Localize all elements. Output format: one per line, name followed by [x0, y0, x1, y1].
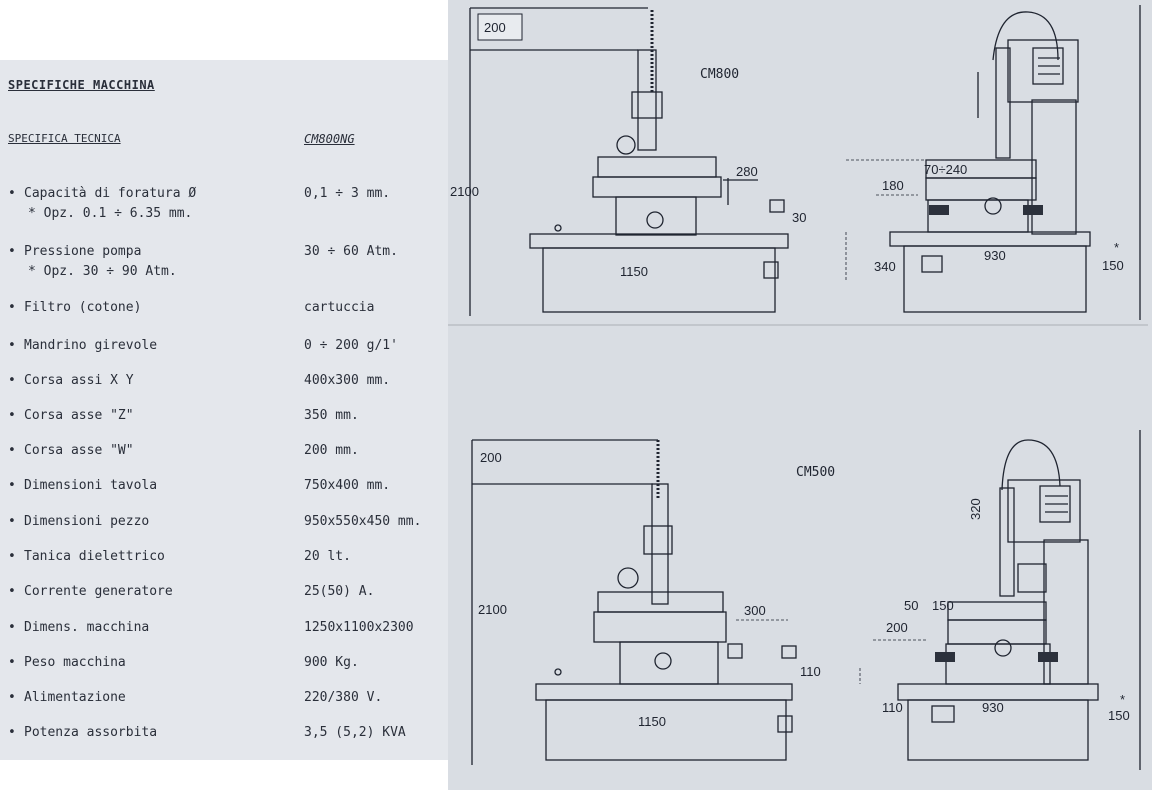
spec-label: Mandrino girevole — [24, 338, 158, 353]
model-label-cm500: CM500 — [796, 465, 835, 480]
spec-row: • Corsa assi X Y — [8, 373, 134, 388]
spec-label: Potenza assorbita — [24, 725, 158, 740]
spec-title: SPECIFICHE MACCHINA — [8, 78, 155, 92]
bullet-icon: • — [8, 549, 16, 564]
spec-label: Corsa asse "W" — [24, 443, 134, 458]
bullet-icon: • — [8, 186, 16, 201]
spec-value: 20 lt. — [304, 549, 351, 564]
bullet-icon: • — [8, 443, 16, 458]
dimension-label: 1150 — [638, 714, 666, 729]
dimension-label: 200 — [484, 20, 506, 35]
spec-value: 3,5 (5,2) KVA — [304, 725, 406, 740]
dimension-label: 70÷240 — [924, 162, 967, 177]
spec-row: • Tanica dielettrico — [8, 549, 165, 564]
spec-label: Alimentazione — [24, 690, 126, 705]
dimension-star: * — [1120, 692, 1125, 707]
bullet-icon: • — [8, 655, 16, 670]
spec-row: • Dimens. macchina — [8, 620, 149, 635]
dimension-label: 200 — [886, 620, 908, 635]
spec-row: • Corsa asse "W" — [8, 443, 134, 458]
drawing-canvas: CM800 200 2100 280 30 1150 — [448, 5, 1148, 770]
spec-value: 0 ÷ 200 g/1' — [304, 338, 398, 353]
dimension-label: 30 — [792, 210, 806, 225]
dimension-label: 1150 — [620, 264, 648, 279]
spec-row: • Dimensioni tavola — [8, 478, 157, 493]
cm500-side-view — [859, 439, 1099, 761]
bullet-icon: • — [8, 725, 16, 740]
spec-label: Dimensioni pezzo — [24, 514, 150, 529]
spec-row: • Corrente generatore — [8, 584, 173, 599]
bullet-icon: • — [8, 408, 16, 423]
spec-label: Corsa asse "Z" — [24, 408, 134, 423]
spec-row: • Mandrino girevole — [8, 338, 157, 353]
dimension-label: 110 — [882, 700, 903, 715]
dimension-label: 2100 — [450, 184, 479, 199]
spec-value: 950x550x450 mm. — [304, 514, 422, 529]
dimension-label: 2100 — [478, 602, 507, 617]
bullet-icon: • — [8, 514, 16, 529]
spec-row: • Dimensioni pezzo — [8, 514, 149, 529]
bullet-icon: • — [8, 300, 16, 315]
bullet-icon: • — [8, 584, 16, 599]
bullet-icon: • — [8, 478, 16, 493]
dimension-label: 150 — [1108, 708, 1130, 723]
spec-value: 400x300 mm. — [304, 373, 391, 388]
dimension-label: 340 — [874, 259, 896, 274]
spec-sheet: SPECIFICHE MACCHINA SPECIFICA TECNICA CM… — [0, 60, 448, 760]
spec-column-header-left: SPECIFICA TECNICA — [8, 132, 121, 145]
spec-label: Dimens. macchina — [24, 620, 150, 635]
dimension-label: 110 — [800, 664, 821, 679]
spec-label: Tanica dielettrico — [24, 549, 165, 564]
spec-value: 1250x1100x2300 — [304, 620, 414, 635]
spec-row: • Capacità di foratura Ø — [8, 186, 196, 201]
bullet-icon: • — [8, 244, 16, 259]
dimension-label: 150 — [1102, 258, 1124, 273]
spec-value: 30 ÷ 60 Atm. — [304, 244, 398, 259]
spec-label: Filtro (cotone) — [24, 300, 142, 315]
bullet-icon: • — [8, 690, 16, 705]
spec-value: 900 Kg. — [304, 655, 359, 670]
spec-value: 220/380 V. — [304, 690, 383, 705]
dimension-label: 280 — [736, 164, 758, 179]
dimension-label: 50 — [904, 598, 918, 613]
spec-label: Corrente generatore — [24, 584, 173, 599]
dimension-label: 300 — [744, 603, 766, 618]
spec-label: Dimensioni tavola — [24, 478, 158, 493]
technical-drawing: CM800 200 2100 280 30 1150 — [448, 0, 1152, 790]
bullet-icon: • — [8, 620, 16, 635]
spec-row: • Pressione pompa — [8, 244, 141, 259]
dimension-label: 200 — [480, 450, 502, 465]
cm500-front-view — [471, 439, 797, 765]
spec-row: • Peso macchina — [8, 655, 126, 670]
spec-value: 0,1 ÷ 3 mm. — [304, 186, 391, 201]
bullet-icon: • — [8, 373, 16, 388]
spec-label: Pressione pompa — [24, 244, 142, 259]
spec-row: • Corsa asse "Z" — [8, 408, 134, 423]
spec-label: Corsa assi X Y — [24, 373, 134, 388]
spec-value: 25(50) A. — [304, 584, 375, 599]
dimension-label: 320 — [968, 498, 983, 520]
bullet-icon: • — [8, 338, 16, 353]
spec-label: Capacità di foratura Ø — [24, 186, 197, 201]
spec-option: * Opz. 30 ÷ 90 Atm. — [28, 264, 177, 279]
spec-value: 350 mm. — [304, 408, 359, 423]
spec-value: 750x400 mm. — [304, 478, 391, 493]
dimension-label: 930 — [984, 248, 1006, 263]
model-label-cm800: CM800 — [700, 67, 739, 82]
spec-label: Peso macchina — [24, 655, 126, 670]
dimension-star: * — [1114, 240, 1119, 255]
spec-option: * Opz. 0.1 ÷ 6.35 mm. — [28, 206, 193, 221]
spec-column-header-right: CM800NG — [304, 132, 355, 146]
dimension-label: 150 — [932, 598, 954, 613]
dimension-label: 180 — [882, 178, 904, 193]
spec-value: 200 mm. — [304, 443, 359, 458]
dimension-label: 930 — [982, 700, 1004, 715]
spec-row: • Potenza assorbita — [8, 725, 157, 740]
cm800-front-view — [469, 7, 789, 316]
spec-row: • Alimentazione — [8, 690, 126, 705]
spec-value: cartuccia — [304, 300, 375, 315]
spec-row: • Filtro (cotone) — [8, 300, 141, 315]
cm800-side-view — [845, 11, 1091, 313]
